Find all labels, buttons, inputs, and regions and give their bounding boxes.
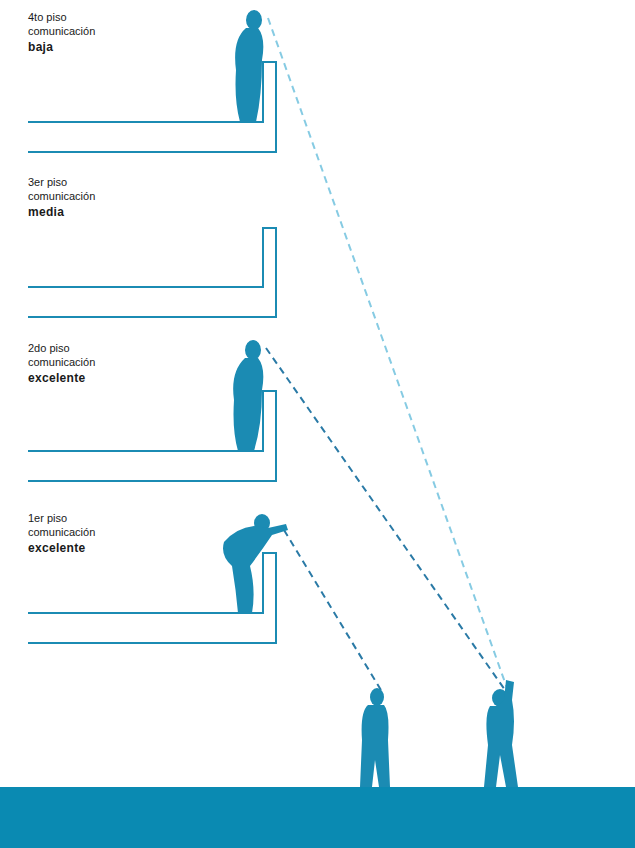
rating-label: baja [28,40,108,54]
floor-label: 2do piso comunicación [28,341,98,369]
sight-lines [266,18,507,690]
floor-label: 3er piso comunicación [28,175,98,203]
rating-label: excelente [28,541,108,555]
floor-label: 4to piso comunicación [28,10,98,38]
people [223,10,518,787]
rating-label: media [28,205,108,219]
rating-label: excelente [28,371,108,385]
floor-label: 1er piso comunicación [28,511,98,539]
ground [0,787,635,848]
